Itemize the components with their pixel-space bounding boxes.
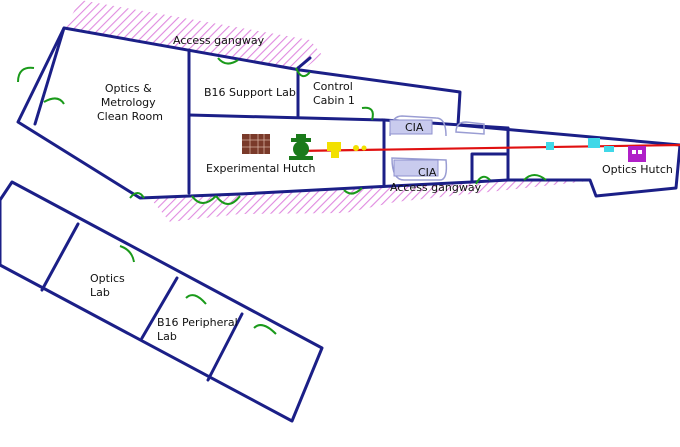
optics-lab-label: Optics Lab (90, 272, 128, 299)
stair-block (470, 152, 510, 184)
door-9 (343, 187, 363, 195)
door-10 (475, 175, 491, 185)
door-14 (253, 324, 277, 335)
diffractometer-green (289, 134, 313, 160)
door-8 (215, 195, 241, 205)
peripheral-lab-label: B16 Peripheral Lab (157, 316, 241, 343)
yellow-optics (327, 142, 367, 158)
door-6 (129, 192, 145, 199)
door-5 (361, 106, 374, 121)
cia-top-area (389, 115, 485, 137)
door-2 (43, 97, 65, 105)
cia-bottom-area (391, 157, 448, 181)
optics-hutch-label: Optics Hutch (602, 163, 673, 176)
gangway-bottom-label: Access gangway (390, 181, 482, 194)
clean-room-corner (33, 26, 66, 126)
optics-hutch-equipment (628, 146, 646, 162)
gangway-top-hatch (65, 0, 322, 72)
door-4 (295, 67, 311, 78)
cia-top-label: CIA (405, 121, 424, 134)
door-1 (17, 66, 35, 83)
door-7 (191, 195, 217, 204)
optics-lab-left-wall (40, 222, 80, 292)
door-13 (185, 294, 207, 305)
cabin-side-wall (296, 56, 312, 70)
control-cabin-label: Control Cabin 1 (313, 80, 356, 107)
main-building-wall (16, 26, 680, 200)
optics-lab-right-wall (140, 276, 179, 340)
door-11 (523, 174, 547, 181)
peripheral-lab-right-wall (206, 312, 244, 382)
cia-bottom-label: CIA (418, 166, 437, 179)
support-lab-bottom-wall (187, 113, 386, 122)
door-12 (119, 245, 135, 263)
beam-line (295, 143, 680, 153)
experimental-equipment-table (242, 134, 270, 154)
gangway-top-label: Access gangway (173, 34, 265, 47)
support-lab-label: B16 Support Lab (204, 86, 296, 99)
door-3 (217, 57, 239, 65)
lower-building-wall (0, 180, 324, 423)
experimental-hutch-label: Experimental Hutch (206, 162, 315, 175)
clean-room-label: Optics & Metrology Clean Room (97, 82, 163, 123)
cyan-optics (546, 138, 614, 152)
